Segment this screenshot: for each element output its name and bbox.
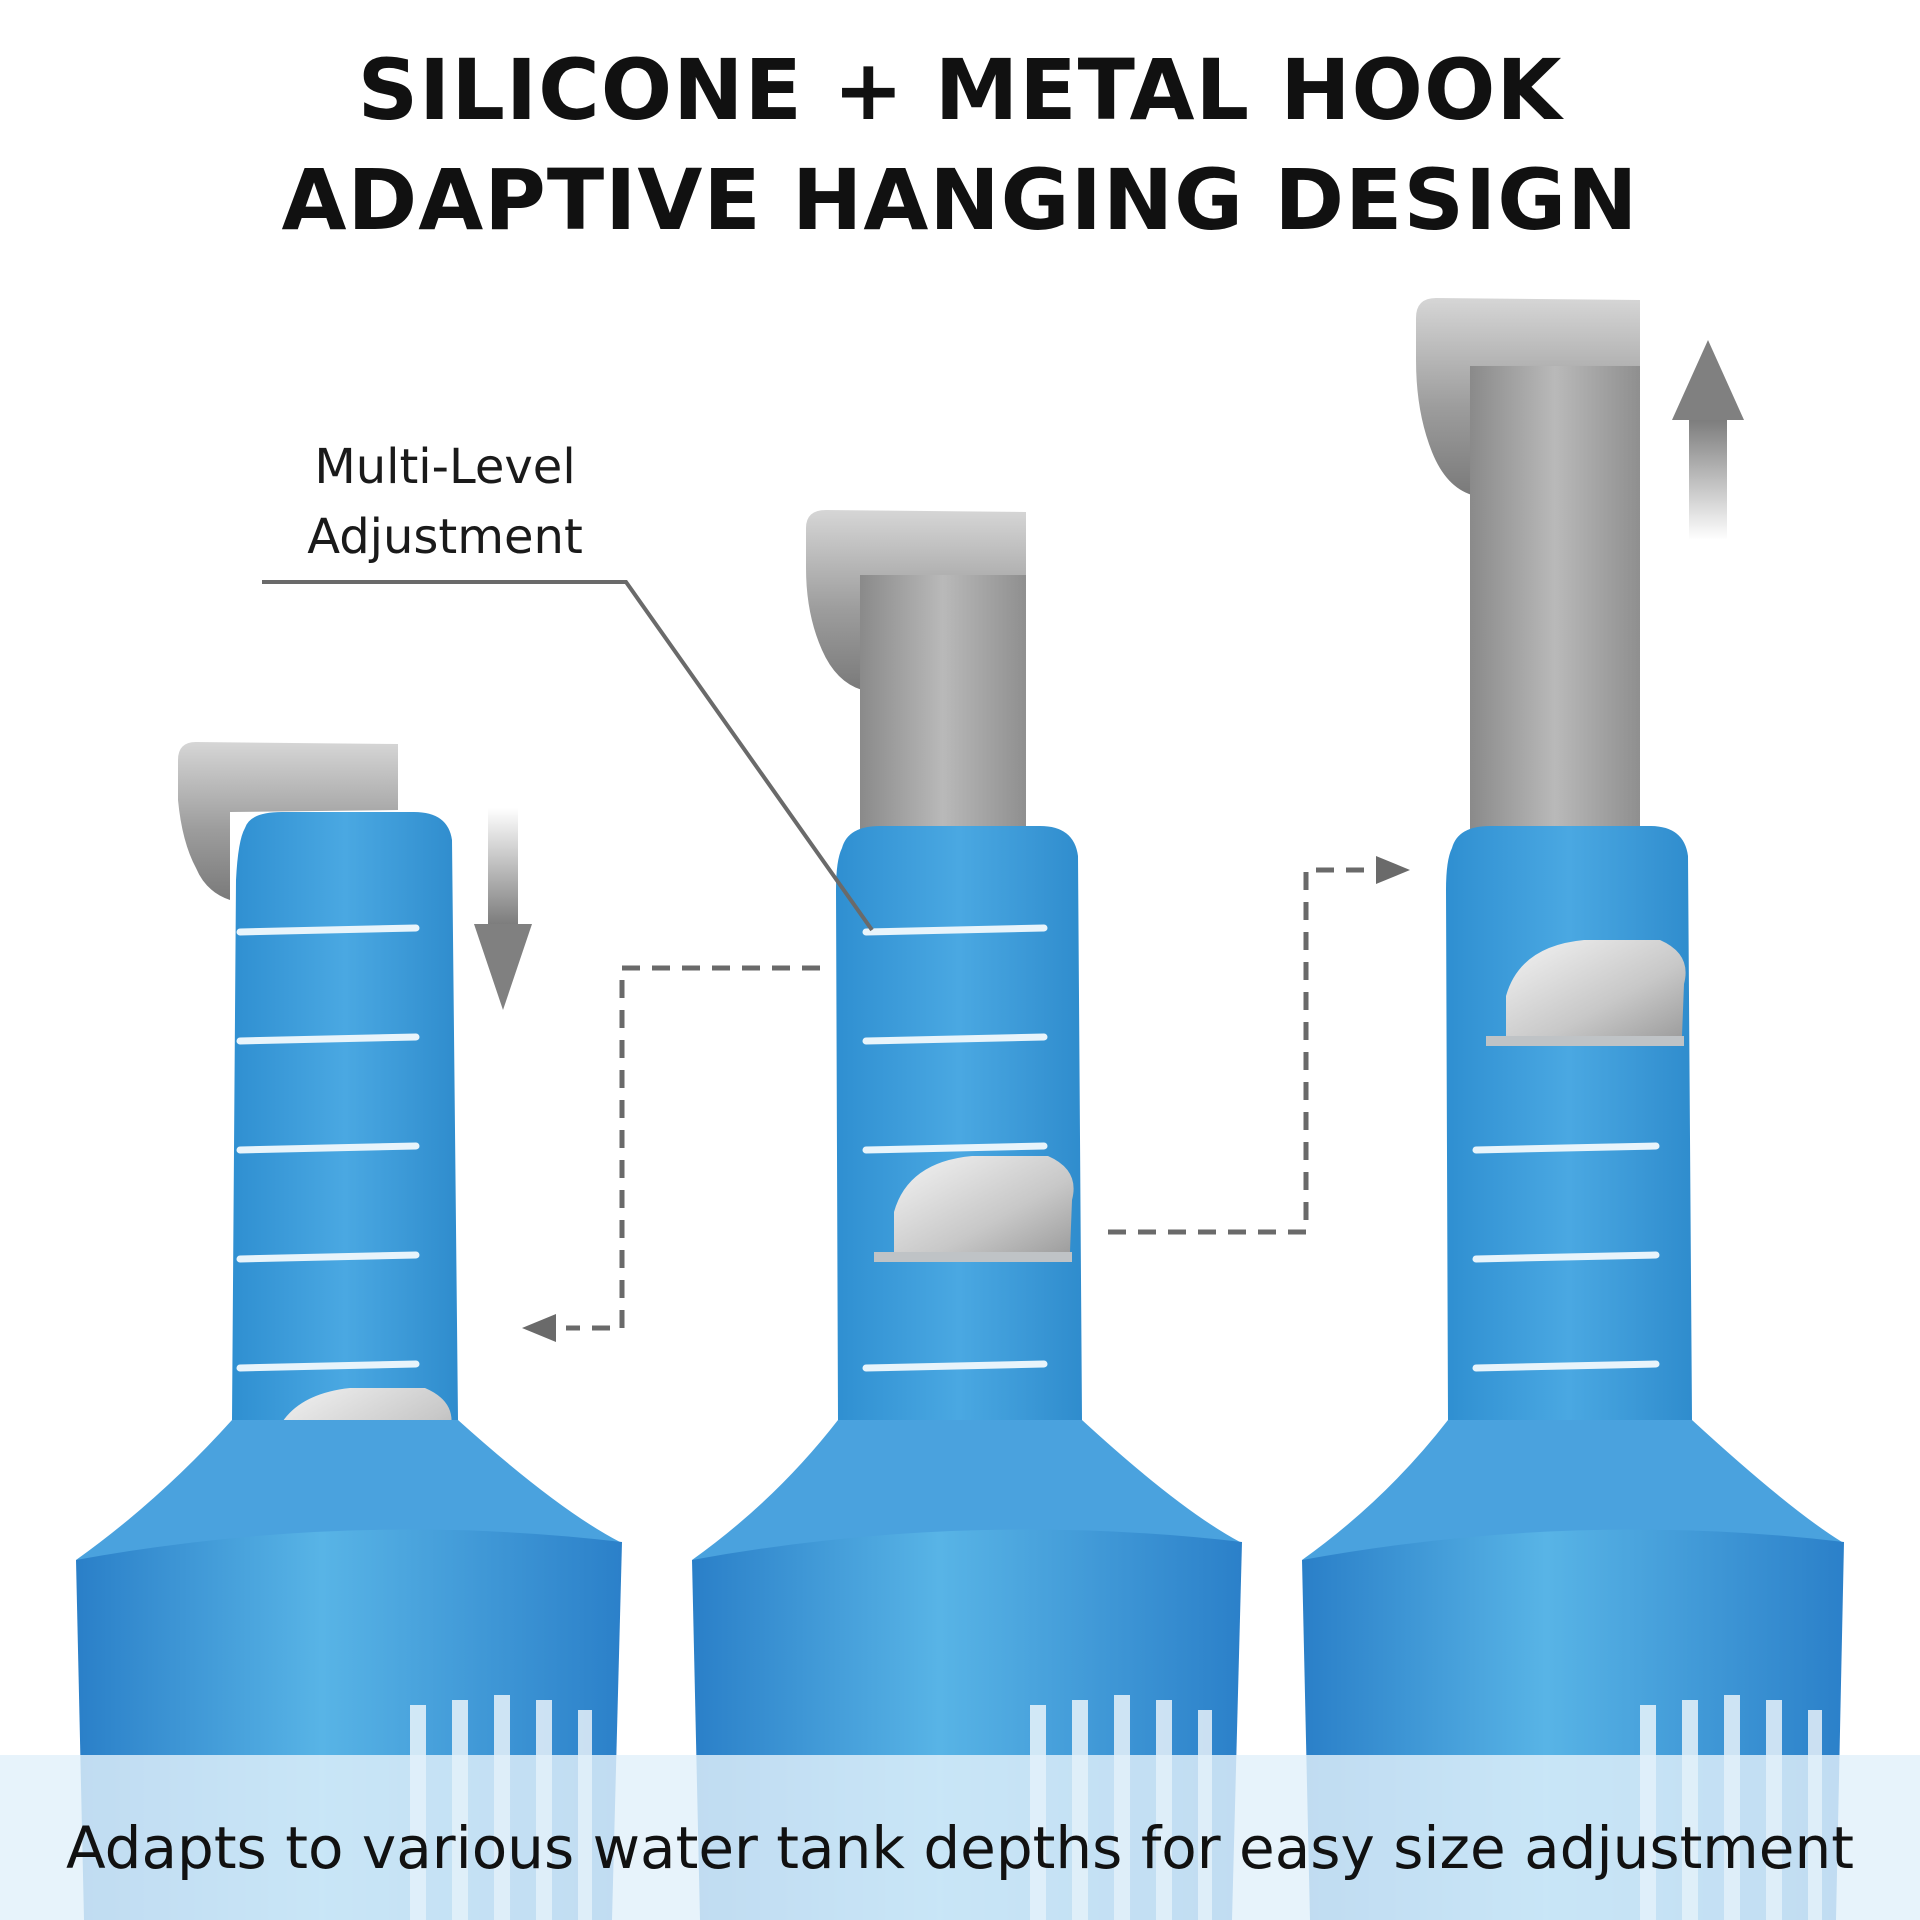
arrow-up-icon (1672, 340, 1744, 540)
callout-label-line-1: Multi-Level (314, 439, 576, 495)
cup-rim-low (76, 1420, 620, 1560)
clip-bar-middle (874, 1252, 1072, 1262)
headline-line-2: ADAPTIVE HANGING DESIGN (281, 151, 1639, 249)
adjustment-slots-low (236, 924, 420, 1372)
hanger-middle (692, 510, 1242, 1920)
callout-leader-line (262, 580, 874, 932)
clip-bar-high (1486, 1036, 1684, 1046)
headline-line-1: SILICONE + METAL HOOK (357, 41, 1563, 139)
cup-rim-high (1302, 1420, 1842, 1560)
cup-rim-middle (692, 1420, 1240, 1560)
arrow-left-icon (522, 1314, 556, 1342)
metal-hook-low (178, 742, 398, 900)
arrow-down-icon (474, 808, 532, 1010)
arrow-right-icon (1376, 856, 1410, 884)
dashed-connector-right (1108, 856, 1410, 1235)
silicone-strap-low (232, 812, 458, 1420)
metal-hook-shank-high (1470, 366, 1640, 836)
dashed-connector-left (522, 965, 820, 1342)
caption-band (0, 1755, 1920, 1920)
metal-clip-high (1506, 940, 1686, 1040)
hanger-high (1302, 298, 1844, 1920)
callout-label-line-2: Adjustment (307, 509, 583, 565)
metal-clip-middle (894, 1156, 1074, 1256)
metal-hook-shank-middle (860, 575, 1026, 835)
silicone-strap-high (1446, 826, 1692, 1420)
silicone-strap-middle (836, 826, 1082, 1420)
caption-text: Adapts to various water tank depths for … (65, 1814, 1854, 1882)
